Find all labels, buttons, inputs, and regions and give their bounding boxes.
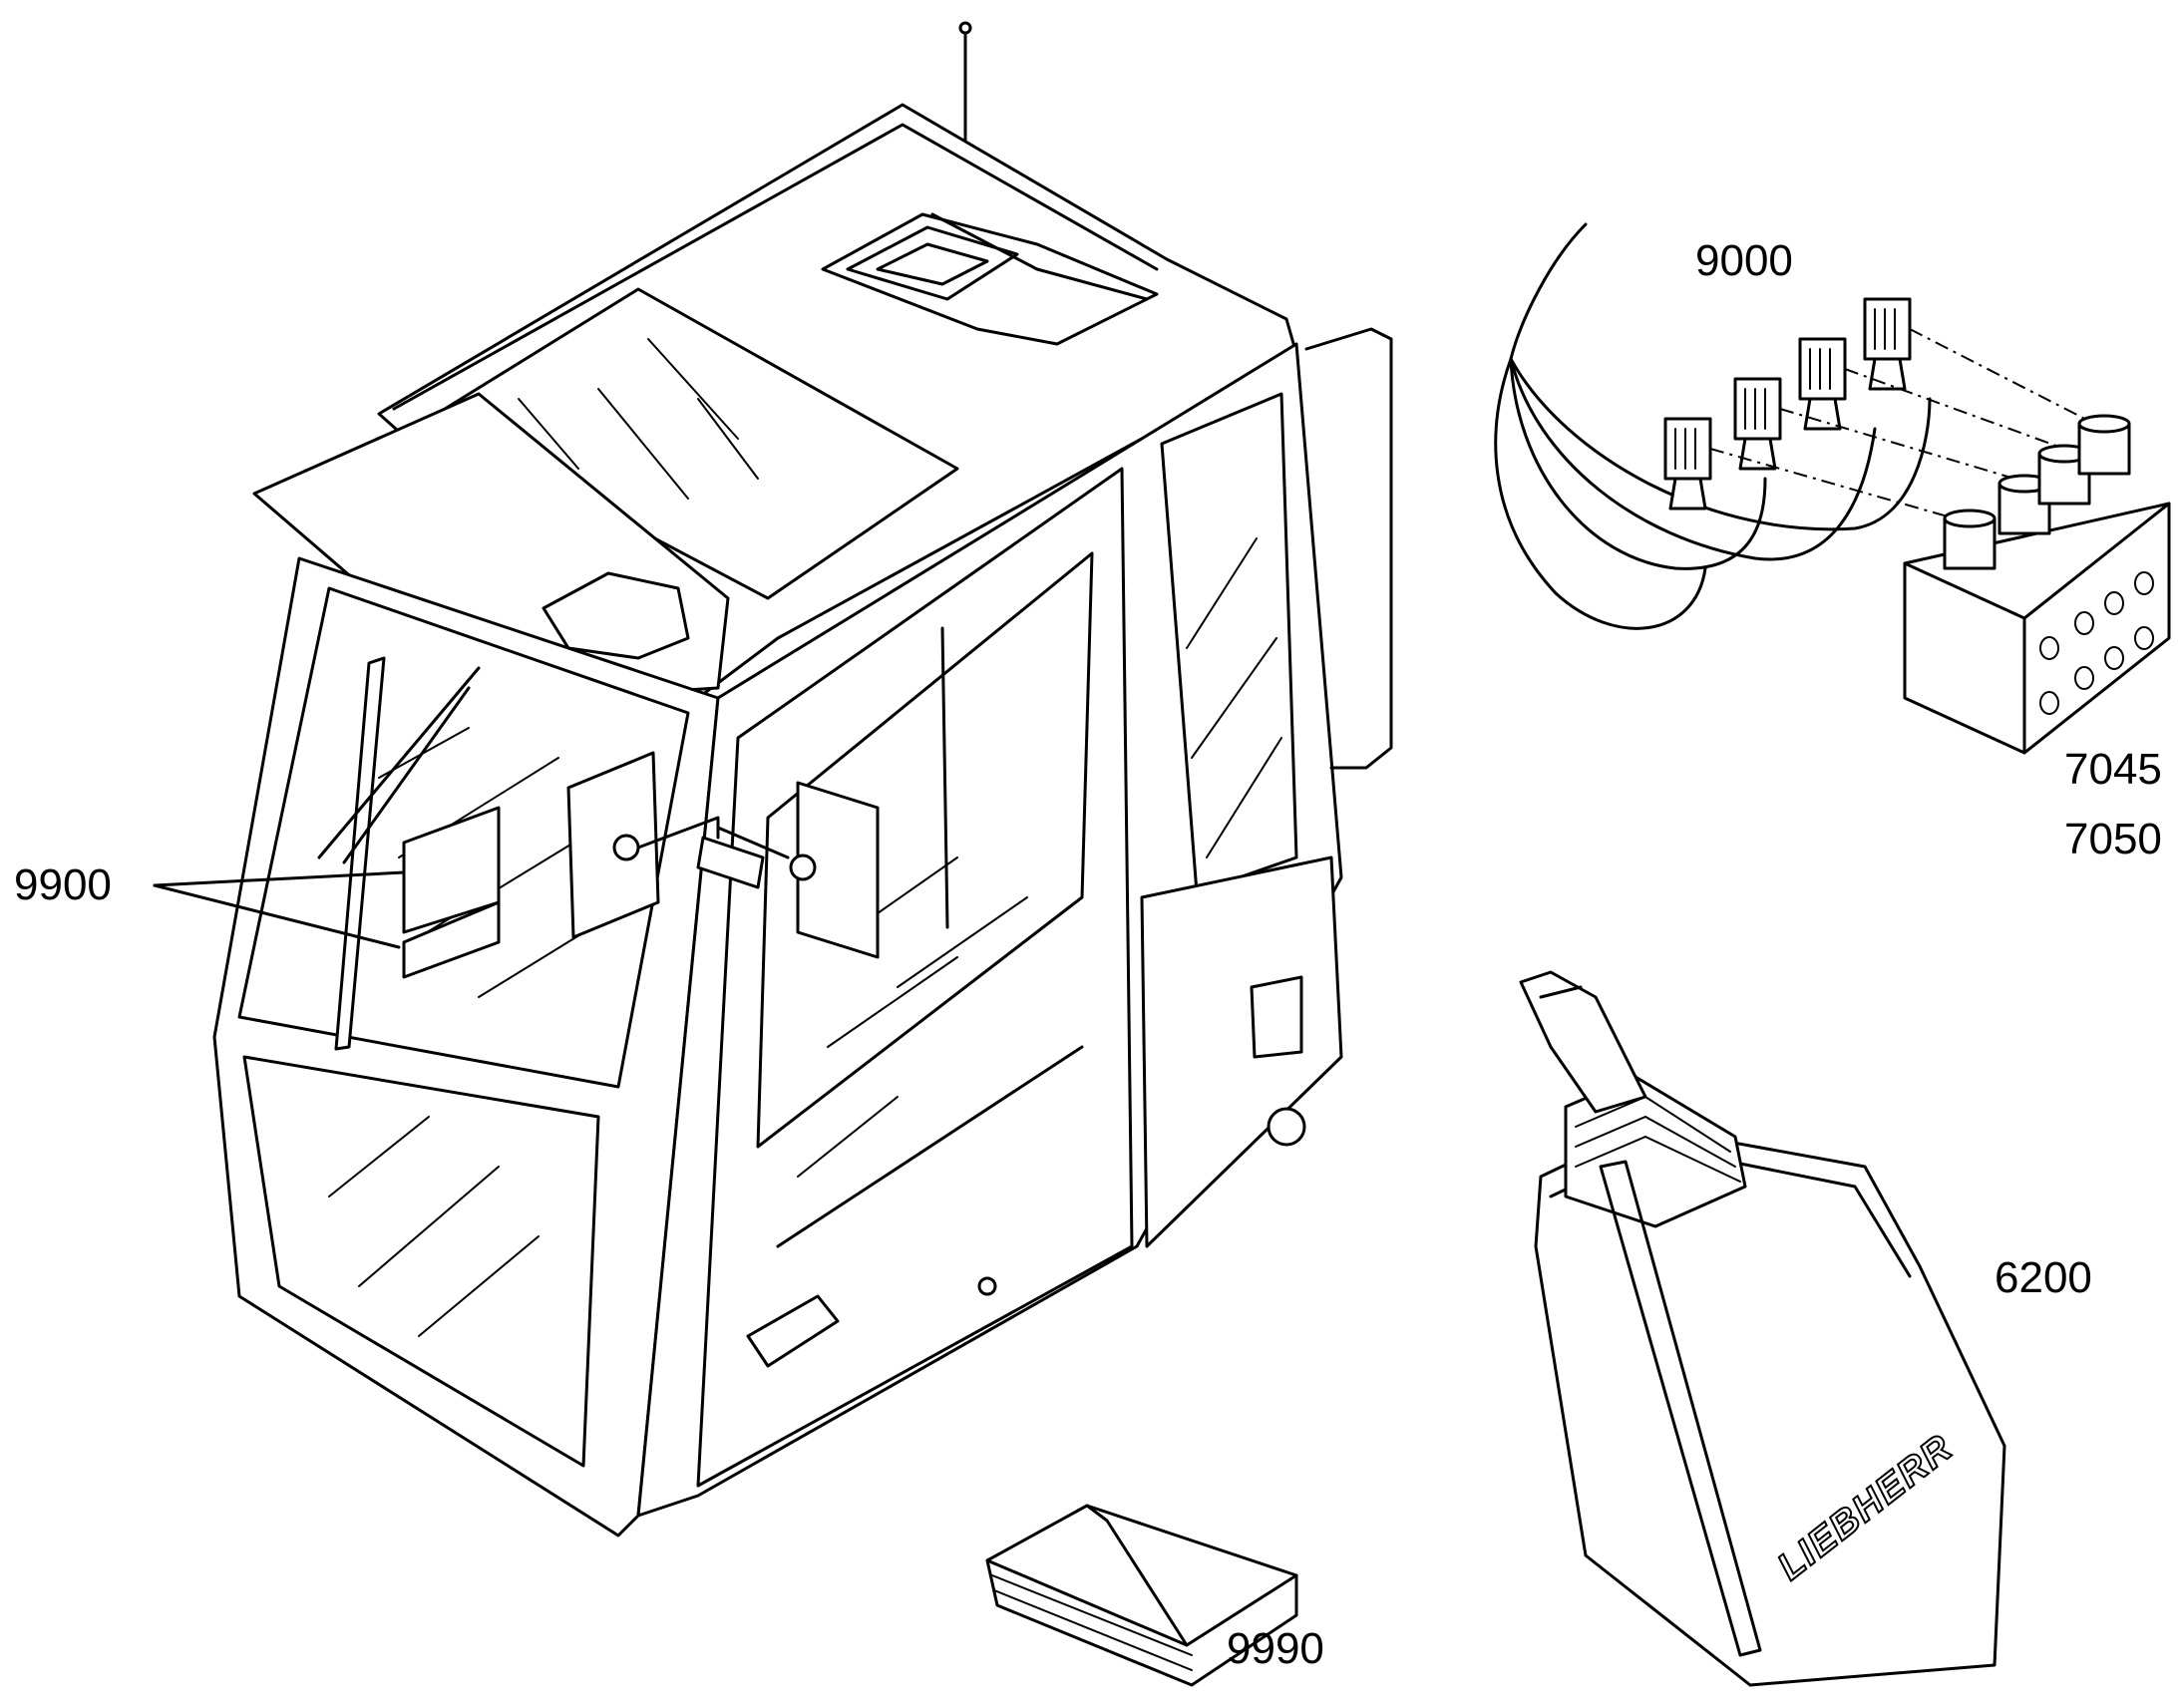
- operator-cab: [212, 21, 1393, 1537]
- joystick-grip: [1519, 970, 1647, 1114]
- grab-handle: [1304, 327, 1393, 770]
- joystick-box: [1519, 970, 2006, 1687]
- roof-hatch: [821, 212, 1159, 346]
- leader-9900: [153, 870, 406, 949]
- rear-panel: [1140, 855, 1343, 1248]
- callout-9000: 9000: [1695, 236, 1793, 285]
- callout-9990: 9990: [1227, 1624, 1324, 1673]
- windshield-decals: [402, 806, 501, 979]
- callout-7045: 7045: [2064, 745, 2162, 794]
- connector-2: [1733, 377, 1782, 471]
- callout-6200: 6200: [1995, 1253, 2092, 1302]
- connector-1: [1663, 417, 1712, 511]
- rear-panel-latch: [1250, 975, 1303, 1059]
- solenoid-coils: [1943, 414, 2131, 570]
- left-mirror: [566, 751, 720, 939]
- joystick-cable: [1599, 1160, 1762, 1657]
- wiper: [317, 656, 481, 1051]
- callout-9900: 9900: [14, 860, 112, 909]
- door-handle: [746, 1294, 840, 1368]
- mirror-bracket: [696, 836, 765, 889]
- connector-3: [1798, 337, 1847, 431]
- antenna: [958, 21, 972, 147]
- callout-7050: 7050: [2064, 815, 2162, 863]
- connector-4: [1863, 297, 1912, 391]
- lower-windshield: [242, 1055, 600, 1468]
- operator-manual: [985, 1504, 1298, 1687]
- right-mirror: [696, 781, 880, 959]
- solenoid-valve-block: [1903, 414, 2171, 755]
- wiring-harness: [1494, 222, 2105, 630]
- cab-door: [696, 467, 1134, 1488]
